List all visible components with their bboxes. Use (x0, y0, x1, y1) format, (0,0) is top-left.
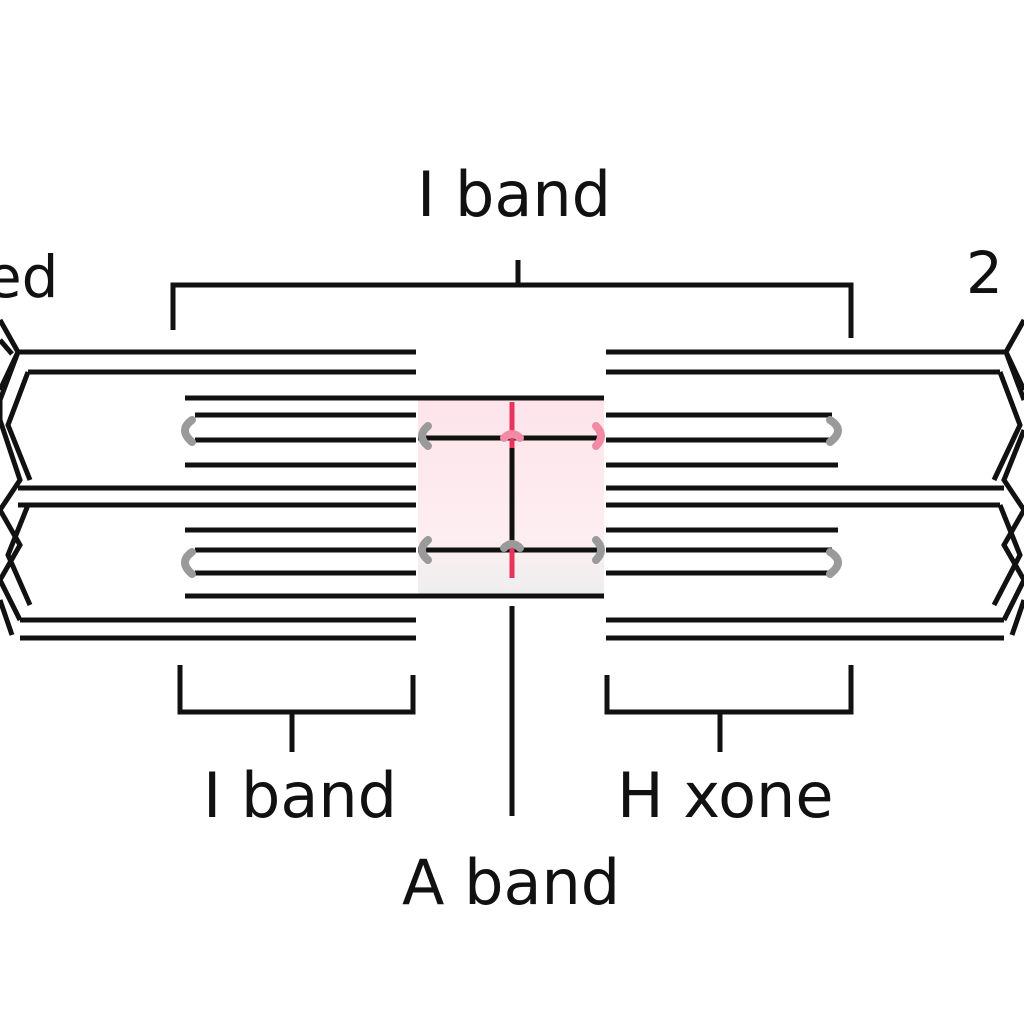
top-i-band-label: I band (417, 158, 611, 231)
bottom-right-bracket (604, 665, 854, 752)
bottom-left-bracket (177, 665, 416, 752)
thick-filaments-left (185, 395, 604, 599)
thick-filaments-right (606, 412, 838, 576)
bottom-i-band-label: I band (203, 759, 397, 832)
thin-filaments-right (606, 349, 1006, 641)
right-edge-label: 2 (966, 239, 1003, 307)
z-line-right (991, 318, 1024, 636)
thin-filaments-left (18, 349, 416, 641)
top-bracket (170, 260, 854, 338)
z-line-left (0, 318, 33, 636)
h-zone-label: H xone (617, 759, 834, 832)
left-edge-label: ed (0, 243, 59, 311)
a-band-label: A band (402, 846, 621, 919)
myosin-heads (181, 416, 842, 578)
